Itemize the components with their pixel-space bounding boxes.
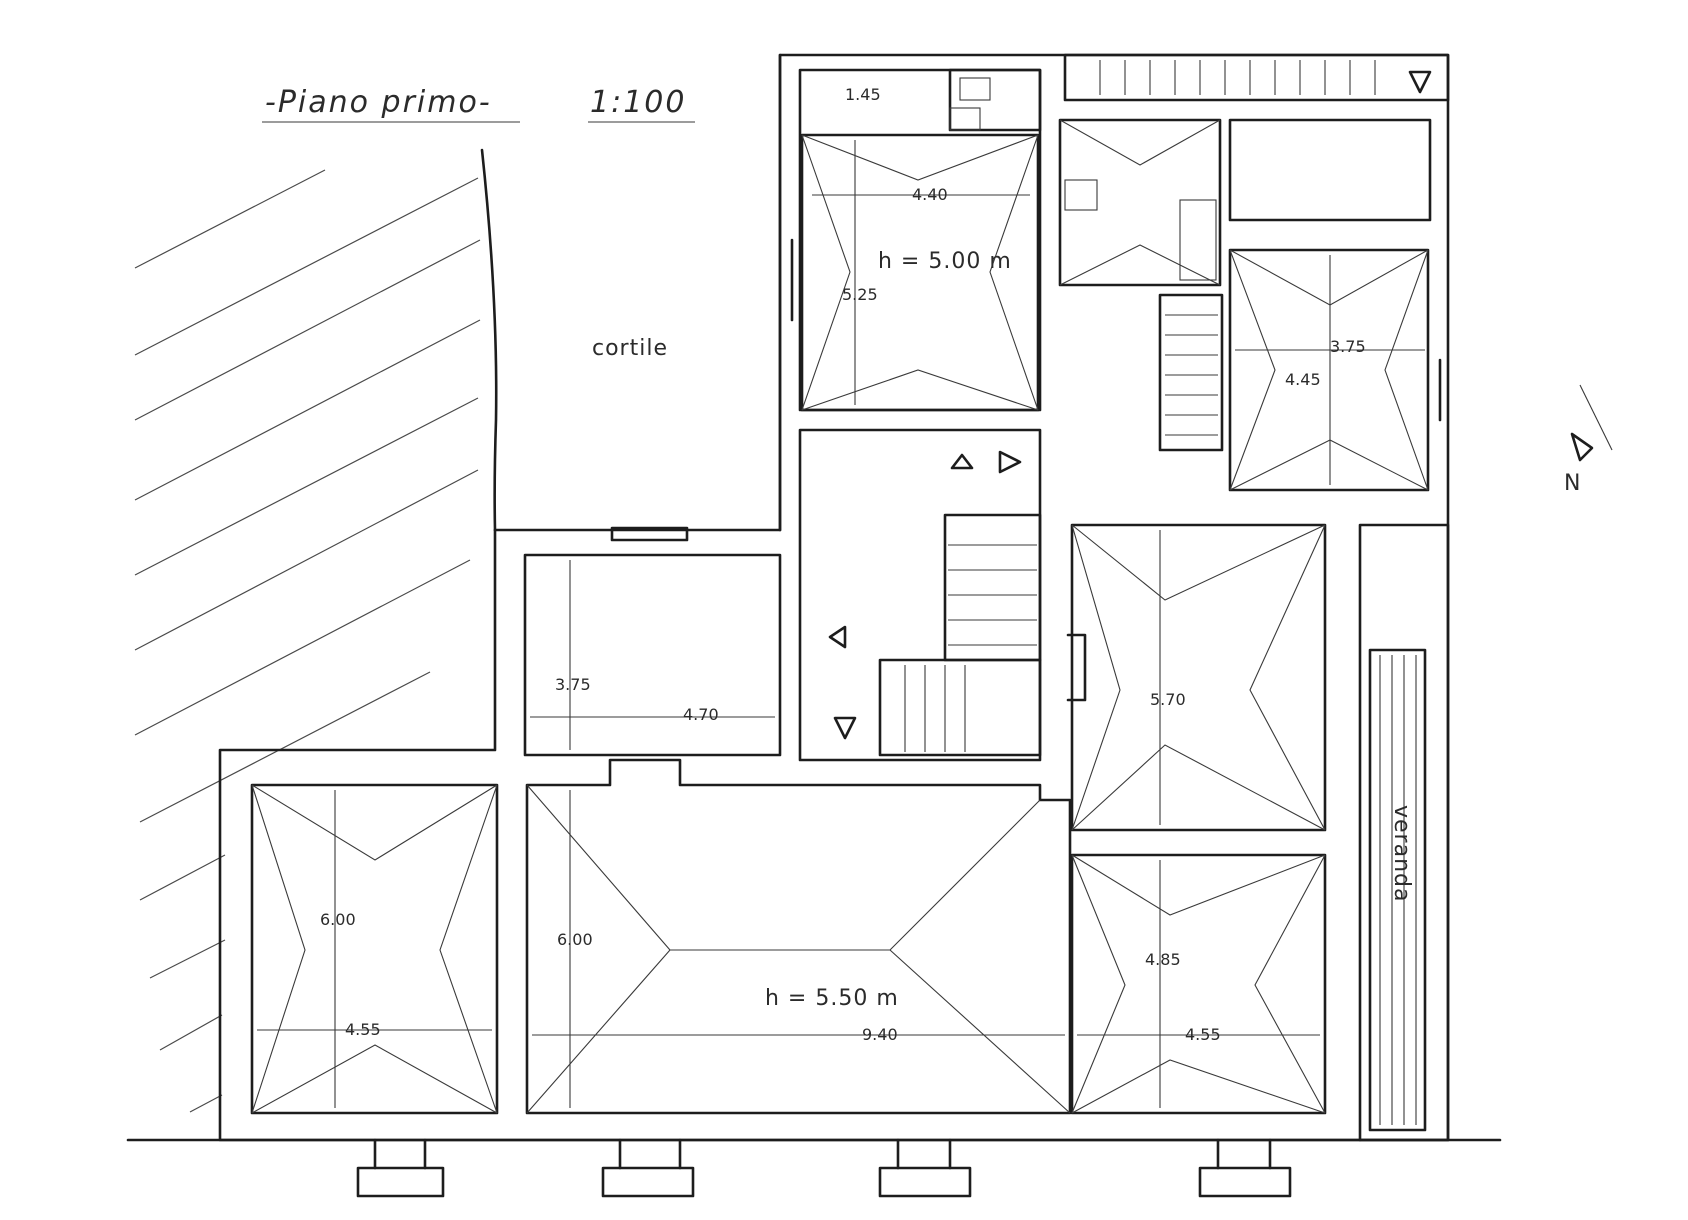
store-room [1228, 118, 1432, 222]
north-bedroom: 4.40 5.25 h = 5.00 m 1.45 [790, 68, 1042, 412]
south-pilasters [356, 1138, 1292, 1198]
sw-room-vault [251, 784, 498, 1114]
drawing-title: -Piano primo- [265, 85, 492, 120]
outer-wall-north-east [493, 53, 1450, 1142]
se-room-vault [1071, 854, 1326, 1114]
veranda-label: veranda [1389, 805, 1414, 902]
pilaster-1 [356, 1166, 445, 1198]
pilaster-stems [373, 1138, 1272, 1170]
pilaster-4 [1198, 1166, 1292, 1198]
east-salon-walls [1070, 523, 1327, 832]
bathroom-vault [1059, 119, 1221, 286]
pilaster-2 [601, 1166, 695, 1198]
west-room: 4.70 3.75 [523, 526, 782, 757]
central-hall-height: h = 5.50 m [765, 986, 899, 1011]
sw-room-width: 4.55 [345, 1020, 381, 1039]
west-room-depth: 3.75 [555, 675, 591, 694]
direction-arrows-icon [828, 450, 1022, 740]
bath-sink-icon [1064, 179, 1098, 211]
veranda: veranda [1358, 523, 1450, 1142]
east-salon-vault [1071, 524, 1326, 831]
east-salon-depth: 5.70 [1150, 690, 1186, 709]
courtyard-label: cortile [592, 336, 668, 361]
central-stair [798, 428, 1042, 762]
sw-room-walls [250, 783, 499, 1115]
sink-icon [949, 107, 981, 131]
north-arrow-shaft [1579, 384, 1613, 451]
se-room-width: 4.55 [1185, 1025, 1221, 1044]
west-room-walls [523, 553, 782, 757]
north-wc [948, 68, 1042, 132]
north-label: N [1564, 471, 1581, 496]
se-room-walls [1070, 853, 1327, 1115]
north-arrow: N [1564, 384, 1613, 496]
central-hall-vault [526, 784, 1071, 1114]
drawing-scale: 1:100 [590, 85, 686, 120]
outer-walls [126, 53, 1502, 1142]
central-hall-width: 9.40 [862, 1025, 898, 1044]
title-block: -Piano primo- 1:100 [262, 85, 695, 123]
courtyard-boundary [480, 148, 498, 532]
fireplace-icon [1066, 633, 1087, 702]
bathroom [1058, 118, 1222, 287]
lower-flight-treads [904, 665, 966, 752]
upper-flight-treads [948, 544, 1037, 646]
se-room-depth: 4.85 [1145, 950, 1181, 969]
west-room-window [610, 526, 689, 542]
veranda-walls [1358, 523, 1450, 1142]
east-salon: 5.70 [1066, 523, 1327, 832]
sw-room: 4.55 6.00 [250, 783, 499, 1115]
west-room-width: 4.70 [683, 705, 719, 724]
north-east-block: 3.75 4.45 [1058, 53, 1450, 492]
north-bedroom-walls [798, 68, 1042, 412]
central-hall-walls [525, 758, 1072, 1115]
service-stair-treads [1165, 314, 1218, 436]
se-room: 4.55 4.85 [1070, 853, 1327, 1115]
veranda-inner [1368, 648, 1427, 1132]
stair-upper-flight [943, 513, 1042, 662]
veranda-deck-lines [1379, 655, 1417, 1125]
north-arrow-icon [1570, 432, 1594, 462]
service-stair [1158, 293, 1224, 452]
north-bedroom-vault [801, 134, 1039, 411]
hatch-lines [134, 169, 481, 1113]
pilaster-3 [878, 1166, 972, 1198]
small-wc-width: 1.45 [845, 85, 881, 104]
ne-room-width: 3.75 [1330, 337, 1366, 356]
central-hall: 9.40 6.00 h = 5.50 m [525, 758, 1072, 1115]
toilet-icon [959, 77, 991, 101]
neighbour-hatch [134, 148, 498, 1113]
central-hall-depth: 6.00 [557, 930, 593, 949]
stair-arrow-icon [1408, 70, 1432, 94]
sw-room-depth: 6.00 [320, 910, 356, 929]
north-bedroom-width: 4.40 [912, 185, 948, 204]
stair-lower-flight [878, 658, 1042, 757]
outer-wall-south-west [218, 528, 1362, 1142]
ne-room-depth: 4.45 [1285, 370, 1321, 389]
bathtub-icon [1179, 199, 1217, 281]
ne-room-vault [1229, 249, 1429, 491]
top-stair-treads [1099, 60, 1376, 95]
north-bedroom-height: h = 5.00 m [878, 249, 1012, 274]
top-stair-strip [1063, 53, 1450, 102]
north-bedroom-inner [800, 133, 1040, 412]
north-bedroom-depth: 5.25 [842, 285, 878, 304]
ne-room-walls [1228, 248, 1430, 492]
